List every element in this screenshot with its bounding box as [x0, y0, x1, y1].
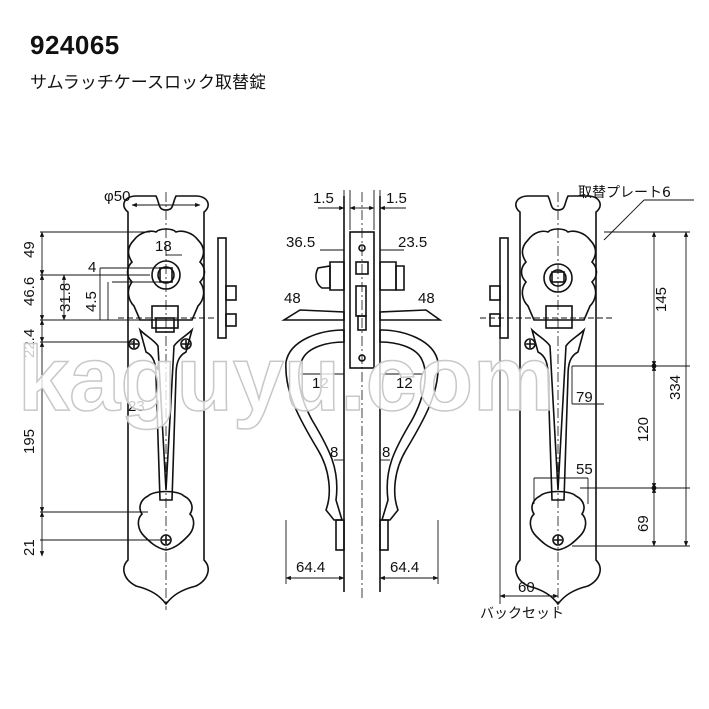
- dim-12-right: 12: [396, 375, 413, 392]
- dim-49: 49: [21, 241, 38, 258]
- dim-31-8: 31.8: [57, 283, 74, 312]
- dim-8-left: 8: [330, 444, 338, 461]
- back-view: [489, 195, 601, 606]
- side-dimensions: [285, 190, 439, 584]
- note-replacement-plate: 取替プレート6: [578, 185, 671, 201]
- dim-12-left: 12: [312, 375, 329, 392]
- front-escutcheon: [126, 228, 206, 321]
- dim-18: 18: [155, 238, 172, 255]
- product-name: サムラッチケースロック取替錠: [30, 73, 266, 93]
- dim-1-5-left: 1.5: [313, 190, 334, 207]
- dim-36-5: 36.5: [286, 234, 315, 251]
- dim-69: 69: [635, 515, 652, 532]
- dim-4-5: 4.5: [83, 291, 100, 312]
- back-grip: [530, 327, 586, 501]
- model-number: 924065: [30, 30, 120, 60]
- dim-79: 79: [576, 389, 593, 406]
- dim-334: 334: [667, 375, 684, 400]
- front-finial: [137, 490, 195, 551]
- back-escutcheon: [520, 228, 598, 321]
- dim-60: 60: [518, 579, 535, 596]
- dim-1-5-right: 1.5: [386, 190, 407, 207]
- back-plate-outline: [515, 195, 601, 606]
- side-view: [281, 196, 443, 592]
- dim-195: 195: [21, 429, 38, 454]
- front-plate-outline: [123, 195, 209, 606]
- dim-46-6: 46.6: [21, 277, 38, 306]
- dim-48-left: 48: [284, 290, 301, 307]
- dim-48-right: 48: [418, 290, 435, 307]
- front-grip: [138, 327, 194, 501]
- note-backset: バックセット: [480, 606, 564, 622]
- dim-55: 55: [576, 461, 593, 478]
- dim-64-4-left: 64.4: [296, 559, 325, 576]
- watermark: kaguyu.com: [18, 328, 555, 430]
- dim-23: 23: [128, 398, 145, 415]
- dim-23-5: 23.5: [398, 234, 427, 251]
- dim-64-4-right: 64.4: [390, 559, 419, 576]
- back-dimensions: [480, 199, 694, 604]
- back-finial: [529, 490, 587, 551]
- dim-21: 21: [21, 539, 38, 556]
- front-view: [123, 195, 237, 606]
- dim-22-4: 22.4: [21, 329, 38, 358]
- dim-4: 4: [88, 259, 96, 276]
- dim-120: 120: [635, 417, 652, 442]
- dim-phi50: φ50: [104, 188, 130, 205]
- dim-8-right: 8: [382, 444, 390, 461]
- front-dimensions: [39, 202, 214, 557]
- dim-145: 145: [653, 287, 670, 312]
